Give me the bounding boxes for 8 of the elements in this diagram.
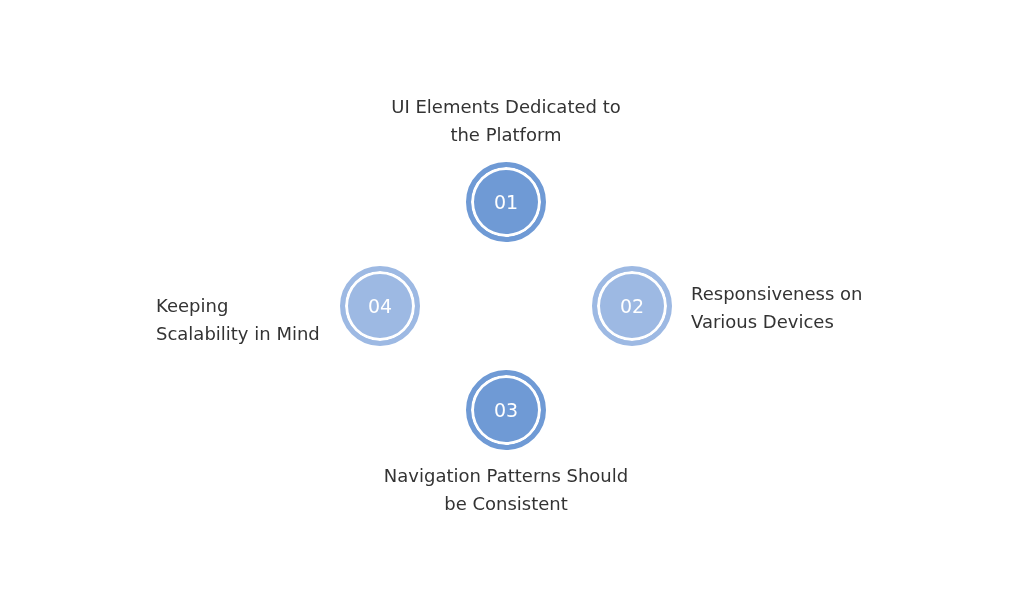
step-caption: Keeping Scalability in Mind [156, 294, 321, 346]
step-circle: 03 [466, 370, 546, 450]
step-caption: UI Elements Dedicated to the Platform [390, 95, 622, 147]
step-circle: 01 [466, 162, 546, 242]
step-caption: Navigation Patterns Should be Consistent [382, 464, 630, 516]
step-circle: 04 [340, 266, 420, 346]
step-caption: Responsiveness on Various Devices [691, 282, 864, 334]
step-circle: 02 [592, 266, 672, 346]
